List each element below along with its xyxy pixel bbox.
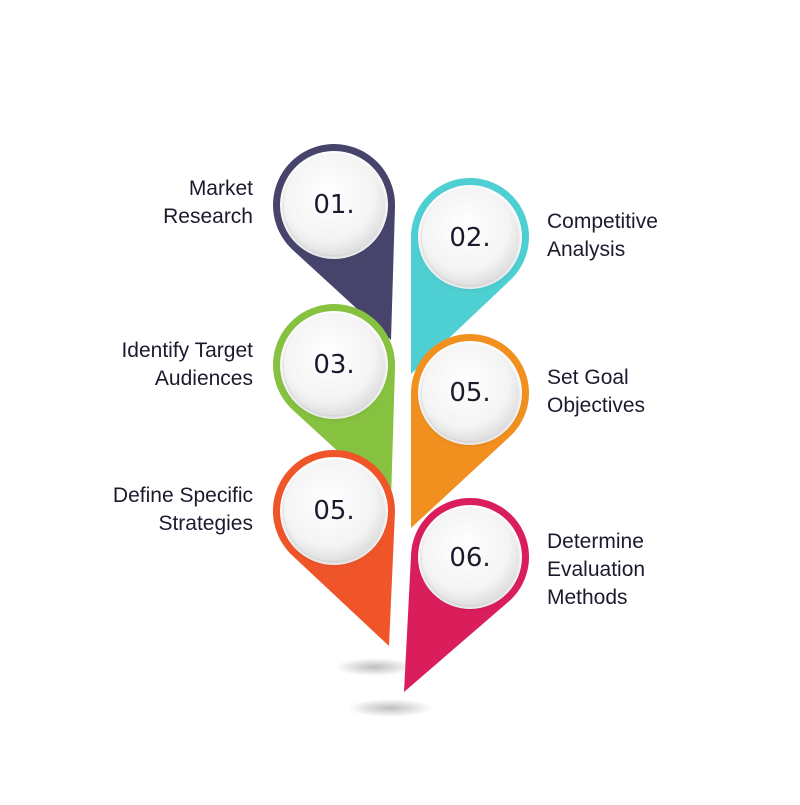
ground-shadow-lower xyxy=(348,699,432,717)
step-pin-3 xyxy=(273,304,396,500)
step-label-6-line-3: Methods xyxy=(547,586,628,609)
step-pin-1 xyxy=(273,144,396,340)
step-number-3: 03. xyxy=(313,350,354,380)
step-pin-5 xyxy=(272,449,395,646)
pin-disc-4 xyxy=(422,345,518,441)
step-label-4: Set Goal Objectives xyxy=(547,364,787,420)
step-number-1: 01. xyxy=(313,190,354,220)
step-label-2: Competitive Analysis xyxy=(547,208,787,264)
step-pin-2 xyxy=(411,177,529,374)
step-label-5: Define Specific Strategies xyxy=(13,482,253,538)
step-number-6: 06. xyxy=(449,543,490,573)
step-pin-6 xyxy=(404,497,530,692)
step-label-5-line-2: Strategies xyxy=(158,512,253,535)
step-label-1-line-2: Research xyxy=(163,205,253,228)
pin-disc-2 xyxy=(422,189,518,285)
step-label-1: Market Research xyxy=(13,175,253,231)
pin-disc-1 xyxy=(284,155,384,255)
pin-disc-5 xyxy=(284,461,384,561)
step-label-4-line-2: Objectives xyxy=(547,394,646,417)
ground-shadow-upper xyxy=(335,658,415,676)
pin-disc-6 xyxy=(422,509,518,605)
pin-disc-3 xyxy=(284,315,384,415)
step-pin-4 xyxy=(411,334,529,528)
step-number-5: 05. xyxy=(313,496,354,526)
step-label-3: Identify Target Audiences xyxy=(13,337,253,393)
step-label-2-line-1: Competitive xyxy=(547,210,658,233)
step-label-6-line-2: Evaluation xyxy=(547,558,646,581)
step-label-1-line-1: Market xyxy=(188,177,253,200)
step-label-3-line-2: Audiences xyxy=(154,367,253,390)
step-label-3-line-1: Identify Target xyxy=(121,339,253,362)
step-label-4-line-1: Set Goal xyxy=(547,366,629,389)
step-label-6-line-1: Determine xyxy=(547,530,644,553)
step-number-2: 02. xyxy=(449,223,490,253)
step-label-2-line-2: Analysis xyxy=(547,238,626,261)
step-label-5-line-1: Define Specific xyxy=(112,484,253,507)
step-number-4: 05. xyxy=(449,378,490,408)
step-label-6: Determine Evaluation Methods xyxy=(547,528,787,612)
